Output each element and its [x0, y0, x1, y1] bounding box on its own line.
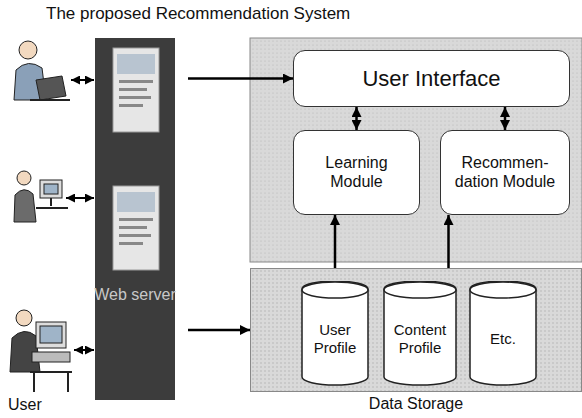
page-icon [113, 186, 159, 270]
cylinder-body [470, 281, 536, 385]
cylinder-top [384, 282, 456, 298]
connector-arrow [188, 77, 293, 80]
server-band: Web server [82, 38, 188, 400]
node-text: User Profile [305, 321, 365, 356]
database-cylinder: Etc. [469, 281, 537, 386]
database-cylinder: User Profile [301, 281, 369, 386]
node-text: Learning Module [306, 154, 407, 191]
connector-arrow [355, 107, 358, 130]
user-arrow [66, 80, 94, 350]
module-box: Recommen- dation Module [440, 130, 570, 215]
storage-heading: Data Storage [251, 395, 581, 413]
diagram-title: The proposed Recommendation System [46, 4, 350, 24]
cylinder-body [302, 281, 368, 385]
storage-panel: Data StorageUser ProfileContent ProfileE… [250, 268, 582, 392]
database-cylinder: Content Profile [383, 281, 457, 386]
cylinder-top [470, 282, 536, 298]
node-text: Content Profile [387, 321, 453, 356]
node-text: Etc. [490, 330, 516, 347]
user-figure [14, 171, 68, 222]
node-text: User Interface [362, 66, 500, 91]
user-label: User [8, 396, 42, 414]
node-text: Recommen- dation Module [453, 154, 557, 191]
server-band [95, 38, 175, 400]
connector-arrow [188, 329, 250, 332]
node-text: Web server [94, 286, 176, 304]
system-panel [250, 38, 582, 262]
connector-arrow [504, 107, 507, 130]
user-figure [14, 41, 70, 100]
module-box: User Interface [293, 50, 570, 107]
cylinder-body [384, 281, 456, 385]
user-figure [10, 310, 72, 392]
module-box: Learning Module [293, 130, 420, 215]
page-icon [113, 48, 159, 132]
cylinder-top [302, 282, 368, 298]
